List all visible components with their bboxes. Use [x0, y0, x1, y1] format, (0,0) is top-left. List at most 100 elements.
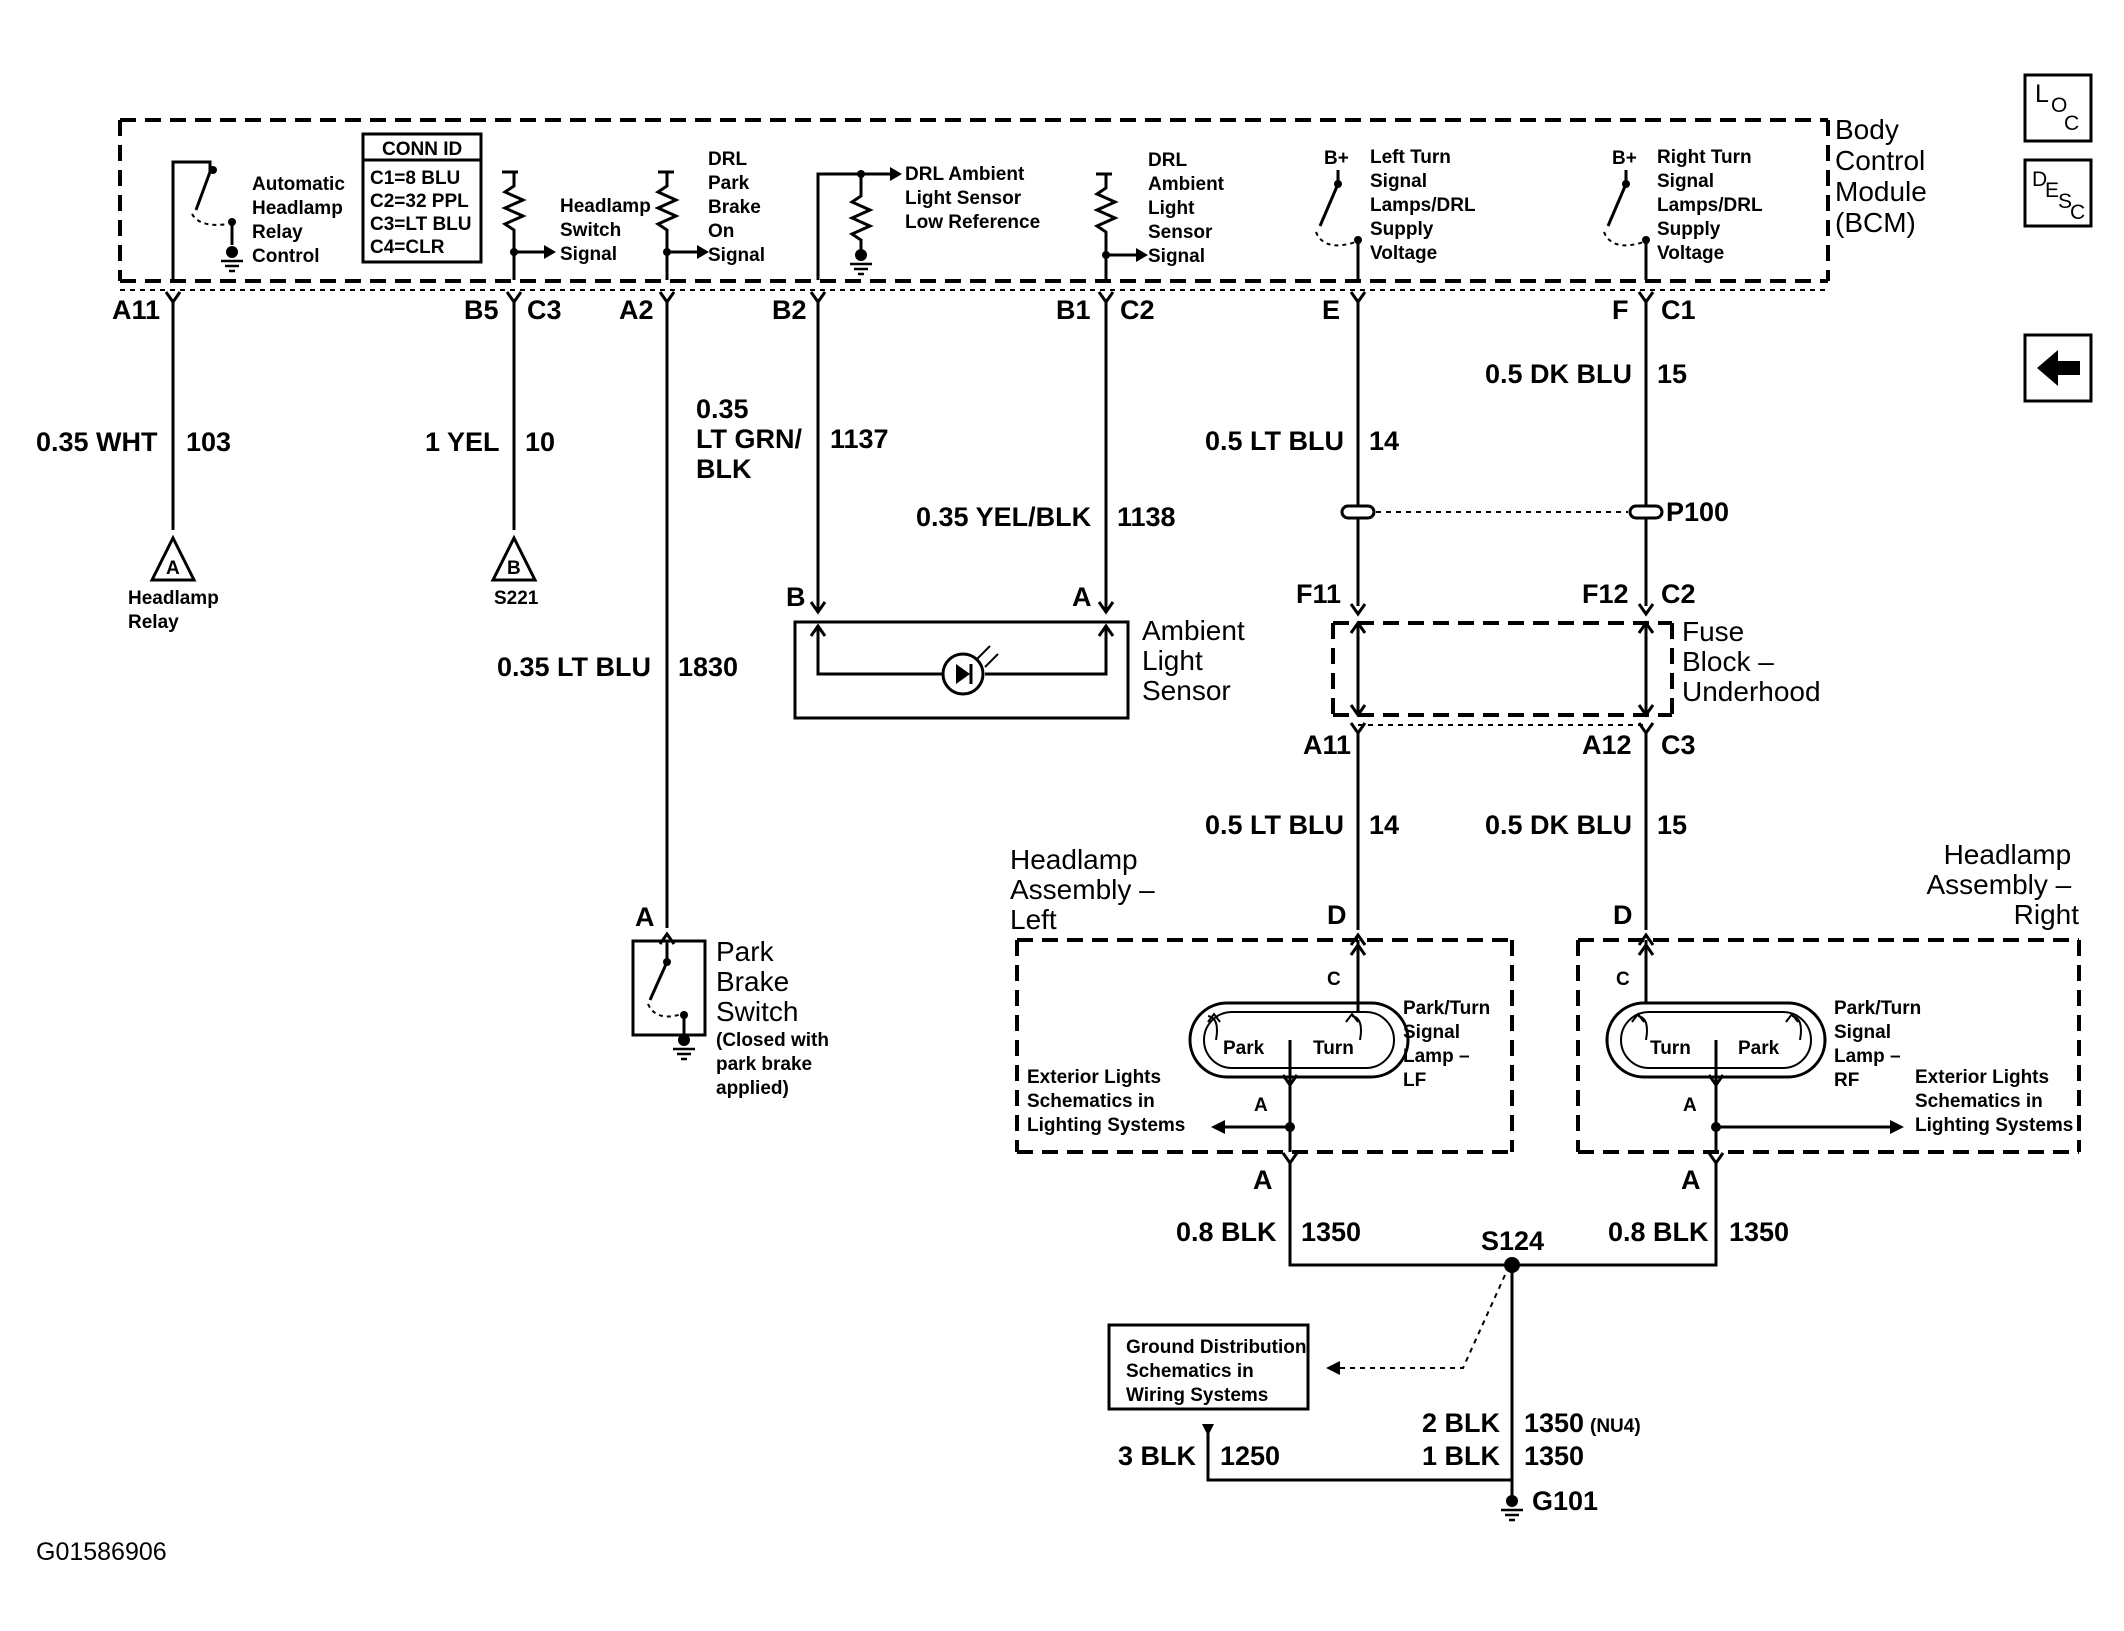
wire-circuit: 14: [1369, 810, 1399, 840]
pin-label: C2: [1120, 295, 1155, 325]
headlamp-assembly-right: C Turn Park A: [1576, 938, 2081, 1154]
offpage-connector-a: A: [149, 534, 197, 582]
pin-label: B1: [1056, 295, 1091, 325]
wire-color: 0.5 DK BLU: [1485, 810, 1632, 840]
back-button[interactable]: [2023, 333, 2093, 403]
wire-1350-right: [1512, 1163, 1718, 1267]
conn-id-row: C4=CLR: [370, 237, 445, 258]
wire-circuit: 1350: [1729, 1217, 1789, 1247]
pin-label: A11: [1303, 730, 1351, 760]
wire-color: 0.5 LT BLU: [1205, 426, 1344, 456]
wire-circuit: 15: [1657, 810, 1687, 840]
wire-color: 0.8 BLK: [1608, 1217, 1709, 1247]
loc-letter-l: L: [2035, 80, 2049, 108]
wire-1350-left: [1288, 1163, 1514, 1500]
pin-label: F11: [1296, 579, 1341, 609]
drl-ambient-low-label: DRL Ambient Light Sensor Low Reference: [905, 164, 1040, 233]
loc-letter-o: O: [2051, 94, 2067, 117]
headlamp-switch-label: Headlamp Switch Signal: [560, 196, 656, 265]
drl-park-brake-label: DRL Park Brake On Signal: [708, 149, 766, 266]
wire-color: 3 BLK: [1118, 1441, 1197, 1471]
wire-1250: [1206, 1427, 1512, 1482]
pin-label: C1: [1661, 295, 1696, 325]
headlamp-left-ref: Exterior Lights Schematics in Lighting S…: [1027, 1067, 1185, 1136]
wire-circuit: 1350: [1301, 1217, 1361, 1247]
park-brake-switch: [631, 939, 707, 1061]
headlamp-left-lamp-label: Park/Turn Signal Lamp – LF: [1403, 998, 1496, 1091]
wire-option: (NU4): [1590, 1416, 1641, 1437]
desc-button[interactable]: D E S C: [2023, 158, 2093, 228]
pin-label: B2: [772, 295, 807, 325]
pin-label: C: [1616, 969, 1630, 990]
fuse-block-label: Fuse Block – Underhood: [1682, 616, 1821, 707]
park-filament-label: Park: [1738, 1038, 1780, 1059]
pin-label: A: [1681, 1165, 1701, 1195]
ground-ref-leader: [1340, 1274, 1506, 1369]
ground-label: G101: [1532, 1486, 1598, 1516]
ground-ref-label: Ground Distribution Schematics in Wiring…: [1126, 1337, 1312, 1406]
wire-color: 0.35 LT BLU: [497, 652, 651, 682]
park-brake-label: Park Brake Switch: [716, 936, 798, 1027]
pin-label: C: [1327, 969, 1341, 990]
wire-circuit: 1350: [1524, 1408, 1584, 1438]
relay-control-label: Automatic Headlamp Relay Control: [252, 174, 350, 267]
left-arrow-icon: [2037, 350, 2080, 386]
figure-id: G01586906: [36, 1538, 167, 1566]
park-brake-note: (Closed with park brake applied): [716, 1030, 834, 1099]
loc-letter-c: C: [2064, 112, 2079, 135]
bplus-label: B+: [1324, 148, 1349, 169]
splice-s124: [1504, 1257, 1520, 1273]
headlamp-right-lamp-label: Park/Turn Signal Lamp – RF: [1834, 998, 1927, 1091]
pin-label: C2: [1661, 579, 1696, 609]
left-turn-label: Left Turn Signal Lamps/DRL Supply Voltag…: [1370, 147, 1481, 264]
drl-ambient-signal-input: DRL Ambient Light Sensor Signal: [1095, 150, 1229, 280]
conn-id-row: C1=8 BLU: [370, 168, 460, 189]
wire-circuit: 1137: [830, 424, 889, 454]
pin-label: F: [1612, 295, 1629, 325]
bcm-title: Body Control Module (BCM): [1835, 114, 1935, 238]
ambient-light-sensor: [793, 620, 1130, 720]
wire-color: 1 BLK: [1422, 1441, 1501, 1471]
pin-label: A: [1072, 582, 1092, 612]
pin-label: A: [1254, 1095, 1268, 1116]
pin-label: B: [786, 582, 806, 612]
wire-color: 1 YEL: [425, 427, 500, 457]
desc-letter-c: C: [2070, 201, 2085, 224]
bplus-label: B+: [1612, 148, 1637, 169]
splice-label: S124: [1481, 1226, 1544, 1256]
offpage-connector-b: B: [490, 534, 538, 582]
pin-label: A: [1683, 1095, 1697, 1116]
wire-color: 0.35 LT GRN/ BLK: [696, 394, 810, 484]
drl-park-brake-input: DRL Park Brake On Signal: [656, 149, 766, 280]
right-turn-label: Right Turn Signal Lamps/DRL Supply Volta…: [1657, 147, 1768, 264]
ground-symbol-icon: [1499, 1493, 1525, 1522]
pin-label: A: [1253, 1165, 1273, 1195]
turn-filament-label: Turn: [1650, 1038, 1691, 1059]
wire-color: 0.35 WHT: [36, 427, 158, 457]
pin-label: E: [1322, 295, 1340, 325]
conn-id-header: CONN ID: [382, 139, 462, 160]
pin-label: A12: [1582, 730, 1632, 760]
conn-id-row: C3=LT BLU: [370, 214, 472, 235]
pin-label: F12: [1582, 579, 1629, 609]
wire-circuit: 15: [1657, 359, 1687, 389]
ground-distribution-ref-box[interactable]: Ground Distribution Schematics in Wiring…: [1107, 1323, 1312, 1411]
right-turn-output: B+ Right Turn Signal Lamps/DRL Supply Vo…: [1603, 147, 1768, 280]
desc-letter-s: S: [2058, 190, 2072, 213]
p100-label: P100: [1666, 497, 1729, 527]
fuse-block-underhood: [1331, 621, 1674, 726]
drl-ambient-signal-label: DRL Ambient Light Sensor Signal: [1148, 150, 1229, 267]
wire-circuit: 1350: [1524, 1441, 1584, 1471]
desc-letter-e: E: [2045, 179, 2059, 202]
bcm-module: Body Control Module (BCM) CONN ID C1=8 B…: [112, 114, 1935, 325]
desc-letter-d: D: [2032, 168, 2047, 191]
pin-label: A2: [619, 295, 654, 325]
wire-circuit: 10: [525, 427, 555, 457]
loc-button[interactable]: L O C: [2023, 73, 2093, 143]
park-filament-label: Park: [1223, 1038, 1265, 1059]
relay-control-switch: Automatic Headlamp Relay Control: [171, 160, 350, 280]
pin-label: C3: [1661, 730, 1696, 760]
wire-circuit: 1250: [1220, 1441, 1280, 1471]
wire-color: 0.5 LT BLU: [1205, 810, 1344, 840]
turn-filament-label: Turn: [1313, 1038, 1354, 1059]
